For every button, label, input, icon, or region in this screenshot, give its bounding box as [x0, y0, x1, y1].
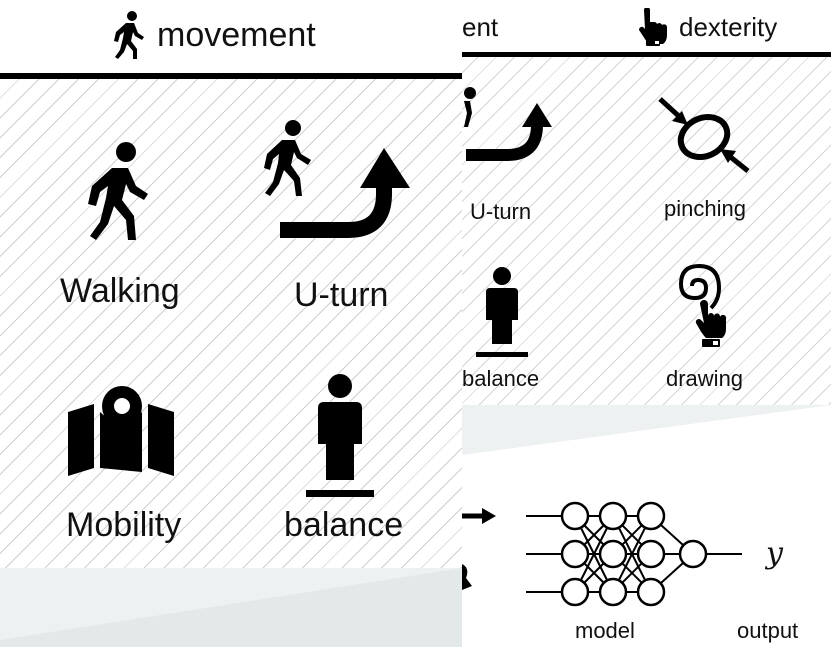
right-uturn-label: U-turn [470, 199, 532, 224]
header-fragment-text: ent [462, 12, 499, 42]
movement-header-rule [0, 73, 462, 79]
u-turn-icon [464, 87, 552, 161]
walking-person-icon [114, 11, 144, 59]
pinching-label: pinching [664, 196, 746, 221]
dexterity-header-rule [462, 52, 831, 57]
mobility-label: Mobility [66, 506, 182, 544]
hand-pointer-icon [638, 8, 667, 46]
uturn-label: U-turn [294, 276, 389, 314]
walking-person-icon [88, 142, 148, 240]
movement-title: movement [157, 16, 316, 54]
neural-network-diagram [462, 501, 742, 607]
map-pin-icon [68, 386, 174, 476]
right-balance-label: balance [462, 366, 540, 391]
movement-panel [0, 0, 462, 568]
output-label: output [737, 618, 799, 643]
standing-person-icon [306, 374, 374, 497]
dexterity-panel [462, 0, 831, 405]
pinch-ellipse-icon [658, 97, 750, 173]
walking-label: Walking [60, 272, 180, 310]
output-symbol: y [766, 536, 783, 571]
movement-header [0, 0, 462, 76]
standing-person-icon [476, 267, 528, 357]
dexterity-title: dexterity [679, 12, 778, 42]
drawing-spiral-icon [678, 263, 727, 347]
drawing-label: drawing [666, 366, 744, 391]
model-label: model [575, 618, 635, 643]
u-turn-icon [264, 120, 410, 238]
balance-label: balance [284, 506, 404, 544]
